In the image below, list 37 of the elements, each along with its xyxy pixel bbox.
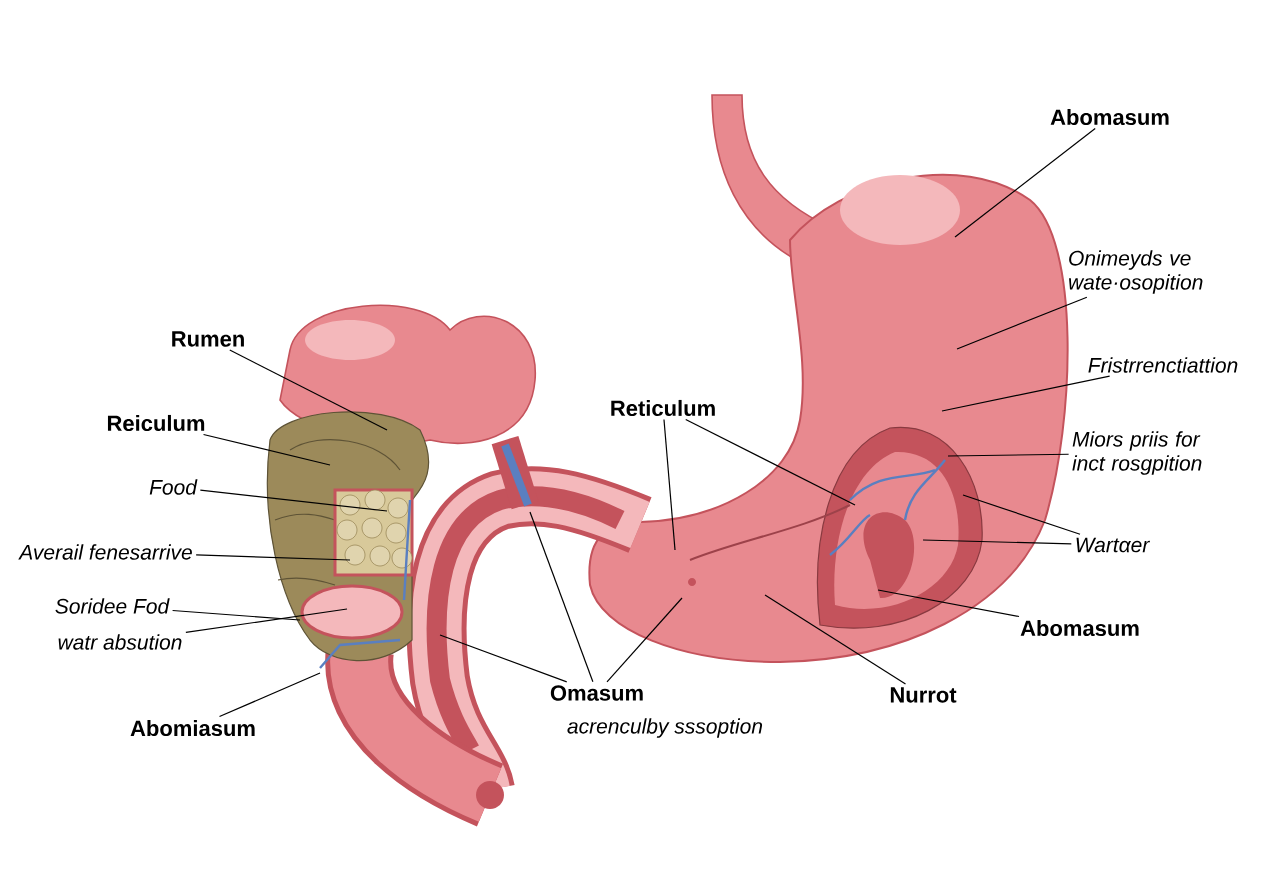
part-label: Abomasum bbox=[1020, 619, 1139, 637]
part-label: Abomiasum bbox=[130, 719, 255, 737]
annotation-text: Food bbox=[149, 479, 198, 495]
leader-line bbox=[663, 418, 676, 551]
annotation-text: acrenculby sssoption bbox=[567, 718, 763, 738]
leader-line bbox=[185, 608, 348, 634]
leader-line bbox=[877, 589, 1020, 618]
leader-line bbox=[922, 539, 1072, 545]
leader-line bbox=[199, 489, 388, 512]
leader-line bbox=[172, 609, 301, 621]
part-label: Rumen bbox=[172, 331, 244, 347]
annotation-text: Averail fenesarrive bbox=[18, 544, 192, 560]
part-label: Reiculum bbox=[107, 414, 205, 432]
leader-line bbox=[218, 672, 321, 718]
leader-line bbox=[606, 597, 683, 683]
leader-line bbox=[956, 296, 1088, 350]
part-label: Omasum bbox=[550, 685, 643, 701]
leader-line bbox=[202, 433, 331, 466]
leader-line bbox=[962, 494, 1081, 535]
annotation-text: Soridee Fod bbox=[55, 598, 170, 614]
annotation-text: Miors priis for inct rosgpition bbox=[1072, 431, 1202, 475]
leader-line bbox=[947, 453, 1070, 457]
annotation-text: Onimeyds ve wate·osopition bbox=[1069, 250, 1203, 294]
leader-line bbox=[229, 349, 388, 431]
part-label: Nurrot bbox=[890, 687, 957, 703]
leader-line bbox=[764, 594, 907, 685]
part-label: Abomasum bbox=[1050, 108, 1169, 126]
leader-line bbox=[954, 127, 1096, 238]
leader-line bbox=[439, 634, 568, 683]
leader-line bbox=[941, 375, 1111, 412]
annotation-text: Fristrrenctiattion bbox=[1088, 357, 1238, 373]
leader-line bbox=[195, 554, 351, 561]
part-label: Reticulum bbox=[611, 399, 715, 417]
annotation-text: watr absution bbox=[58, 634, 182, 650]
leader-line bbox=[685, 418, 856, 506]
leader-line bbox=[529, 511, 594, 683]
annotation-text: Wartαer bbox=[1076, 537, 1150, 553]
